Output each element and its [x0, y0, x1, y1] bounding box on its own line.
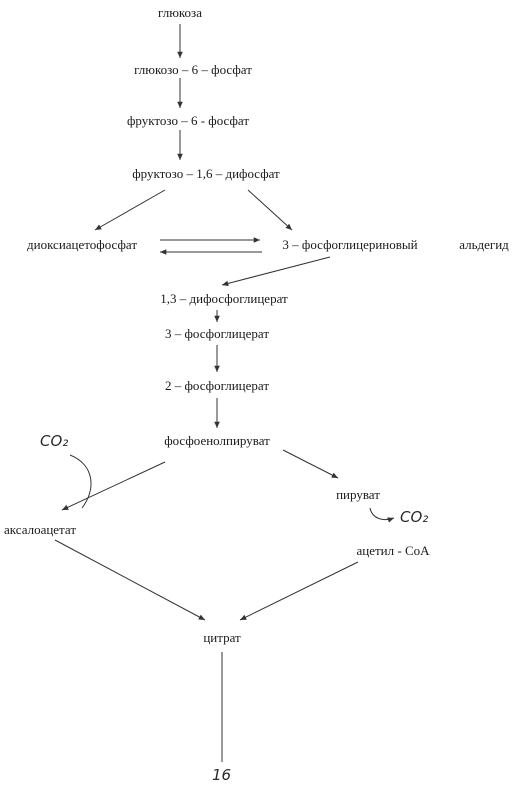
metabolite-glucose: глюкоза	[158, 5, 202, 20]
metabolite-phosphoenolpyruvate: фосфоенолпируват	[164, 433, 270, 448]
arrow-g3p-to-bpg	[221, 256, 331, 287]
metabolite-fructose-6-phosphate: фруктозо – 6 - фосфат	[126, 113, 250, 128]
arrow-f16bp-to-dhap	[94, 189, 166, 231]
co2-uptake-curve	[69, 454, 92, 509]
metabolite-acetyl-coa: ацетил - СоА	[356, 543, 430, 558]
metabolite-dihydroxyacetone-phosphate: диоксиацетофосфат	[26, 237, 138, 252]
arrow-pep-to-oxaloacetate	[61, 461, 166, 511]
metabolite-3-phosphoglyceraldehyde: 3 – фосфоглицериновый	[282, 237, 418, 252]
metabolite-aldehyde-suffix: альдегид	[459, 237, 509, 252]
metabolite-citrate: цитрат	[203, 630, 241, 645]
handwritten-co2-input: CO₂	[40, 432, 69, 450]
metabolite-glucose-6-phosphate: глюкозо – 6 – фосфат	[134, 62, 252, 77]
metabolite-pyruvate: пируват	[336, 487, 380, 502]
handwritten-co2-output: CO₂	[400, 508, 429, 526]
metabolite-1-3-diphosphoglycerate: 1,3 – дифосфоглицерат	[160, 291, 288, 306]
co2-release-arrow	[369, 507, 395, 523]
metabolite-fructose-1-6-diphosphate: фруктозо – 1,6 – дифосфат	[132, 166, 280, 181]
arrow-pep-to-pyruvate	[282, 449, 339, 479]
handwritten-number-16: 16	[212, 766, 232, 784]
metabolite-oxaloacetate: аксалоацетат	[4, 522, 77, 537]
arrow-f16bp-to-g3p	[247, 189, 293, 231]
arrow-oxaloacetate-to-citrate	[54, 539, 206, 621]
metabolite-2-phosphoglycerate: 2 – фосфоглицерат	[164, 378, 270, 393]
arrow-acetylcoa-to-citrate	[239, 561, 359, 621]
metabolite-3-phosphoglycerate: 3 – фосфоглицерат	[164, 326, 270, 341]
